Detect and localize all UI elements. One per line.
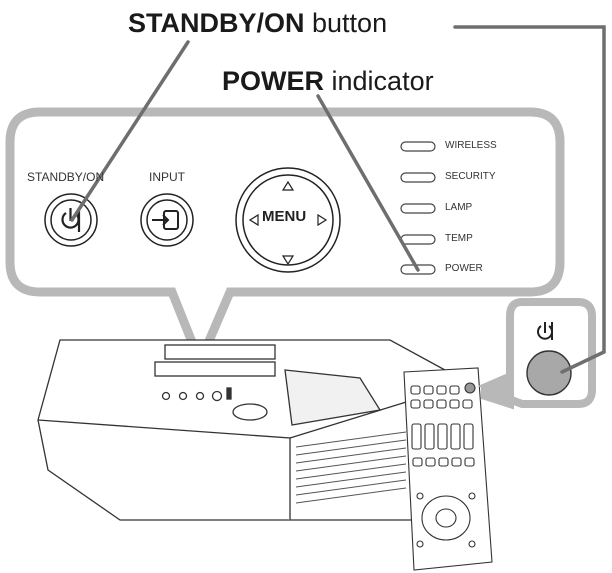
wireless-led — [400, 141, 436, 152]
standby-callout: STANDBY/ON button — [128, 8, 387, 39]
indicator-label-power: POWER — [445, 263, 483, 274]
security-led — [400, 172, 436, 183]
right-arrow-icon[interactable] — [317, 213, 328, 227]
remote-power-icon — [537, 322, 553, 340]
indicator-leds — [400, 141, 436, 275]
standby-label: STANDBY/ON — [27, 170, 105, 184]
input-label: INPUT — [149, 170, 185, 184]
indicator-label-lamp: LAMP — [445, 202, 473, 213]
projector-body — [37, 339, 446, 521]
remote-standby-button[interactable] — [526, 350, 572, 396]
standby-callout-rest: button — [304, 8, 388, 38]
power-callout-rest: indicator — [324, 66, 434, 96]
standby-callout-bold: STANDBY/ON — [128, 8, 305, 38]
leader-lines — [70, 25, 606, 374]
menu-label: MENU — [262, 208, 307, 225]
menu-dpad[interactable] — [235, 167, 341, 273]
power-callout-bold: POWER — [222, 66, 325, 96]
remote-leader — [453, 25, 606, 374]
power-callout: POWER indicator — [222, 66, 434, 97]
left-arrow-icon[interactable] — [248, 213, 259, 227]
lamp-led — [400, 203, 436, 214]
up-arrow-icon[interactable] — [281, 180, 295, 191]
down-arrow-icon[interactable] — [281, 255, 295, 266]
indicator-label-security: SECURITY — [445, 171, 496, 182]
indicator-label-temp: TEMP — [445, 233, 473, 244]
power-leader — [316, 94, 420, 272]
remote-control — [403, 367, 493, 571]
standby-leader — [70, 40, 190, 222]
indicator-label-wireless: WIRELESS — [445, 140, 497, 151]
input-arrow-icon — [152, 210, 179, 230]
temp-led — [400, 234, 436, 245]
